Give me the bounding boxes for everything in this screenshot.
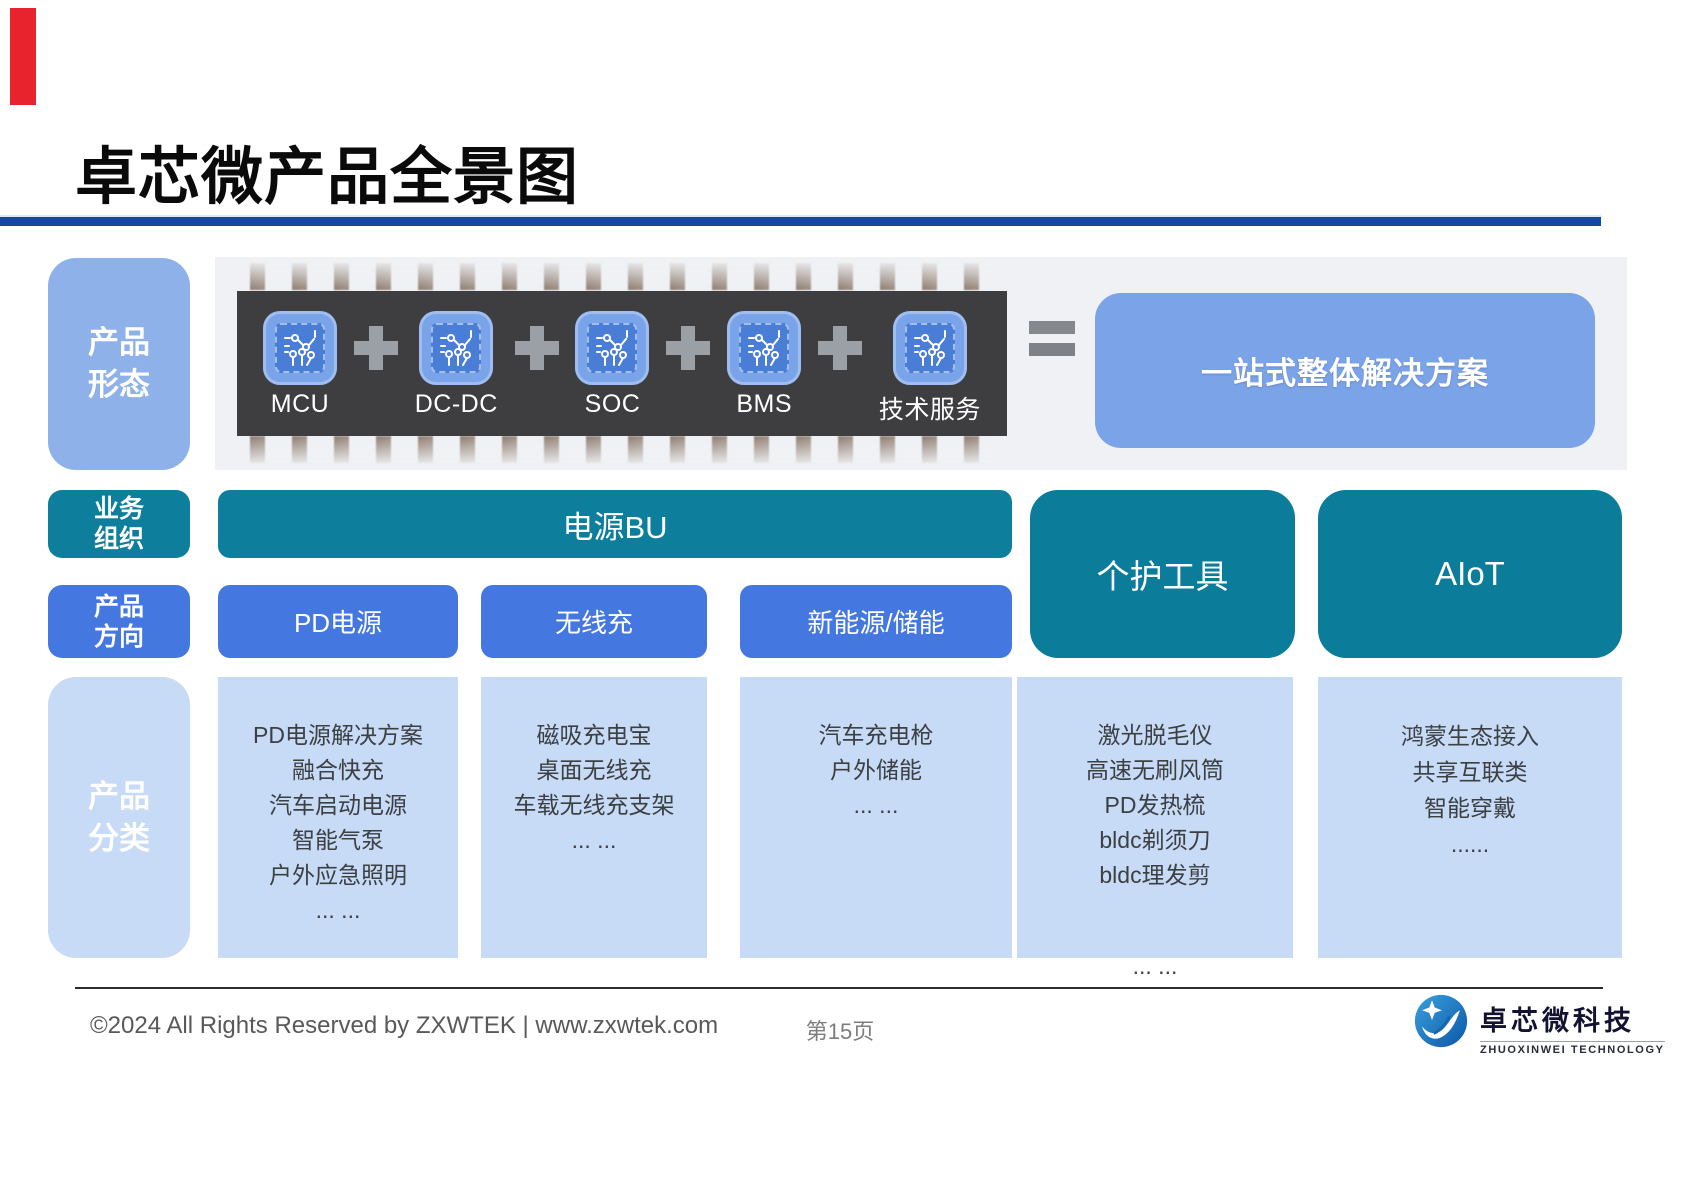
row-label-line: 形态	[88, 367, 150, 402]
title-divider	[0, 215, 1601, 226]
row-label-line: 业务	[93, 495, 144, 523]
row-label-business-org: 业务 组织	[48, 490, 190, 558]
category-item: 桌面无线充	[536, 757, 652, 783]
circuit-icon	[739, 323, 790, 373]
aiot-box: AIoT	[1318, 490, 1622, 658]
company-logo: 卓芯微科技 ZHUOXINWEI TECHNOLOGY	[1414, 994, 1665, 1056]
category-item: 磁吸充电宝	[536, 722, 652, 748]
row-label-line: 产品	[88, 325, 150, 360]
chip-package: MCU DC-DC SOC	[237, 291, 1007, 436]
company-logo-icon	[1414, 994, 1468, 1048]
category-item: ... ...	[571, 827, 617, 853]
chip-unit-bms: BMS	[727, 311, 802, 419]
microchip-icon	[263, 311, 337, 385]
page-title: 卓芯微产品全景图	[75, 143, 580, 212]
row-label-line: 产品	[93, 592, 144, 621]
microchip-icon	[575, 311, 650, 385]
category-list-pd-power: PD电源解决方案 融合快充 汽车启动电源 智能气泵 户外应急照明 ... ...	[218, 677, 458, 958]
chip-label: MCU	[270, 390, 330, 418]
plus-icon	[353, 326, 398, 370]
category-item: ... ...	[315, 897, 361, 923]
category-item: 高速无刷风筒	[1086, 757, 1224, 783]
chip-unit-mcu: MCU	[263, 311, 337, 419]
chip-pins-bottom	[250, 436, 994, 463]
row-label-product-direction: 产品 方向	[48, 585, 190, 658]
category-overflow-dots: ... ...	[1132, 953, 1178, 979]
category-list-new-energy: 汽车充电枪 户外储能 ... ...	[740, 677, 1012, 958]
chip-pins-top	[250, 263, 994, 290]
microchip-icon	[892, 311, 967, 385]
row-label-line: 方向	[93, 622, 144, 651]
category-list-aiot: 鸿蒙生态接入 共享互联类 智能穿戴 ......	[1318, 677, 1622, 958]
category-item: 汽车充电枪	[818, 722, 934, 748]
circuit-icon	[275, 323, 325, 373]
logo-text: 卓芯微科技 ZHUOXINWEI TECHNOLOGY	[1480, 994, 1665, 1056]
chip-label: SOC	[584, 390, 641, 418]
logo-company-subtitle: ZHUOXINWEI TECHNOLOGY	[1480, 1041, 1665, 1056]
row-label-line: 组织	[93, 525, 144, 553]
page-number: 第15页	[805, 1019, 875, 1044]
row-label-line: 产品	[88, 778, 150, 814]
category-item: ......	[1450, 831, 1490, 857]
row-label-product-form: 产品 形态	[48, 258, 190, 470]
chip-label: DC-DC	[414, 390, 498, 418]
category-item: 户外储能	[830, 757, 922, 783]
logo-company-name: 卓芯微科技	[1480, 1006, 1635, 1036]
circuit-icon	[431, 323, 482, 373]
chip-unit-dcdc: DC-DC	[415, 311, 498, 419]
chip-label: BMS	[736, 390, 793, 418]
plus-icon	[514, 326, 559, 370]
chip-label: 技术服务	[878, 396, 981, 424]
category-item: ... ...	[853, 792, 899, 818]
direction-pd-power: PD电源	[218, 585, 458, 658]
microchip-icon	[727, 311, 802, 385]
category-item: 车载无线充支架	[513, 792, 675, 818]
direction-wireless-charging: 无线充	[481, 585, 707, 658]
category-item: 激光脱毛仪	[1097, 722, 1213, 748]
copyright-text: ©2024 All Rights Reserved by ZXWTEK | ww…	[90, 1012, 719, 1039]
personal-care-box: 个护工具	[1030, 490, 1295, 658]
solution-box: 一站式整体解决方案	[1095, 293, 1595, 448]
chip-unit-service: 技术服务	[879, 311, 981, 426]
row-label-product-categories: 产品 分类	[48, 677, 190, 958]
category-item: bldc剃须刀	[1099, 827, 1211, 853]
category-list-personal-care: 激光脱毛仪 高速无刷风筒 PD发热梳 bldc剃须刀 bldc理发剪	[1017, 677, 1293, 958]
category-item: 鸿蒙生态接入	[1401, 723, 1539, 749]
category-list-wireless: 磁吸充电宝 桌面无线充 车载无线充支架 ... ...	[481, 677, 707, 958]
footer-divider	[75, 987, 1603, 989]
category-item: 智能气泵	[292, 827, 384, 853]
category-item: 汽车启动电源	[269, 792, 407, 818]
equals-icon	[1029, 321, 1075, 356]
category-item: 融合快充	[292, 757, 384, 783]
row-label-line: 分类	[88, 820, 150, 856]
direction-new-energy-storage: 新能源/储能	[740, 585, 1012, 658]
plus-icon	[818, 326, 863, 370]
category-item: bldc理发剪	[1099, 862, 1211, 888]
chip-unit-soc: SOC	[575, 311, 650, 419]
circuit-icon	[587, 323, 638, 373]
category-item: 共享互联类	[1412, 759, 1528, 785]
power-bu-box: 电源BU	[218, 490, 1012, 558]
category-item: 户外应急照明	[269, 862, 407, 888]
circuit-icon	[904, 323, 955, 373]
plus-icon	[666, 326, 711, 370]
category-item: PD电源解决方案	[253, 722, 423, 748]
red-accent-bar	[10, 8, 36, 105]
microchip-icon	[419, 311, 494, 385]
category-item: 智能穿戴	[1424, 795, 1516, 821]
category-item: PD发热梳	[1104, 792, 1206, 818]
